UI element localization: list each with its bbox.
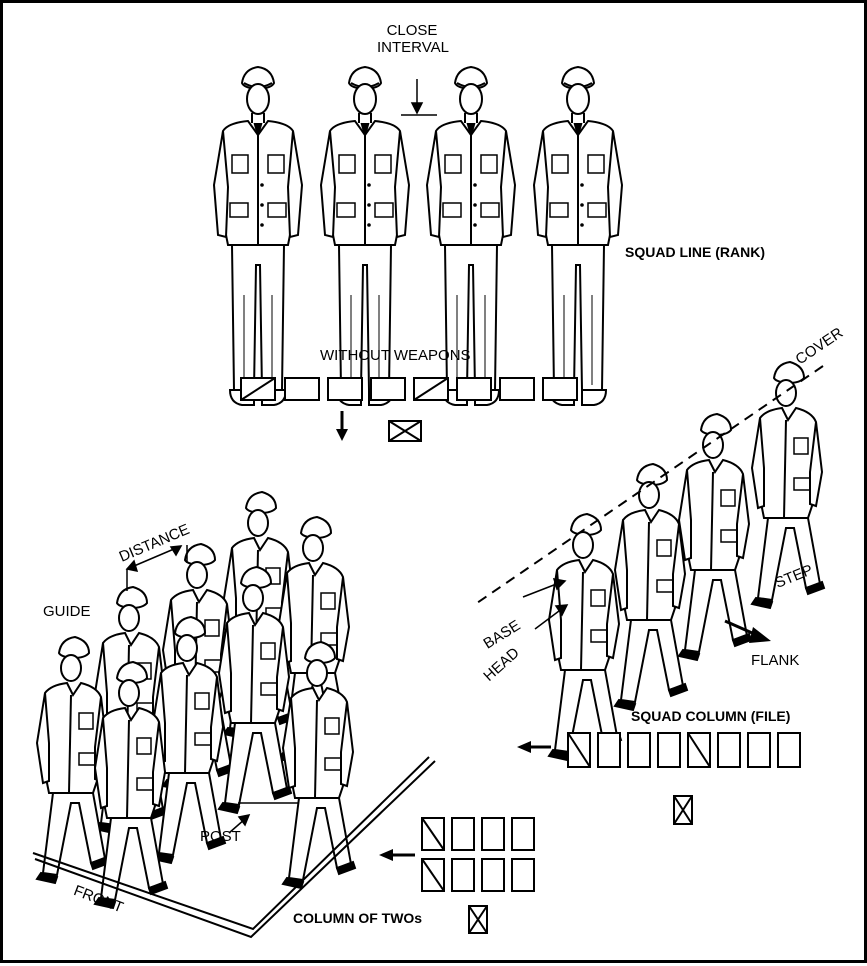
- guide-label: GUIDE: [43, 604, 91, 621]
- column-of-twos-formation: [422, 818, 534, 891]
- marching-block-figures: [37, 492, 355, 908]
- squad-column-formation: [568, 733, 800, 767]
- squad-column-label: SQUAD COLUMN (FILE): [631, 709, 790, 724]
- squad-column-leader-symbol: [674, 796, 692, 824]
- close-interval-label: CLOSE INTERVAL: [377, 23, 447, 56]
- squad-leader-symbol: [389, 421, 421, 441]
- soldier-figure: [214, 67, 302, 405]
- column-of-twos-label: COLUMN OF TWOs: [293, 911, 422, 926]
- flank-label: FLANK: [751, 653, 799, 670]
- soldier-figure: [534, 67, 622, 405]
- left-arrow-icon: [517, 741, 551, 753]
- diagram-canvas: [3, 3, 867, 966]
- close-interval-marker: [401, 79, 437, 115]
- post-label: POST: [200, 829, 241, 846]
- down-arrow-icon: [336, 411, 348, 441]
- left-arrow-icon-2: [379, 849, 415, 861]
- without-weapons-label: WITHOUT WEAPONS: [320, 348, 471, 365]
- squad-line-label: SQUAD LINE (RANK): [625, 245, 765, 260]
- squad-column-figures: [549, 362, 824, 760]
- column-of-twos-leader-symbol: [469, 906, 487, 933]
- squad-line-formation: [241, 378, 577, 400]
